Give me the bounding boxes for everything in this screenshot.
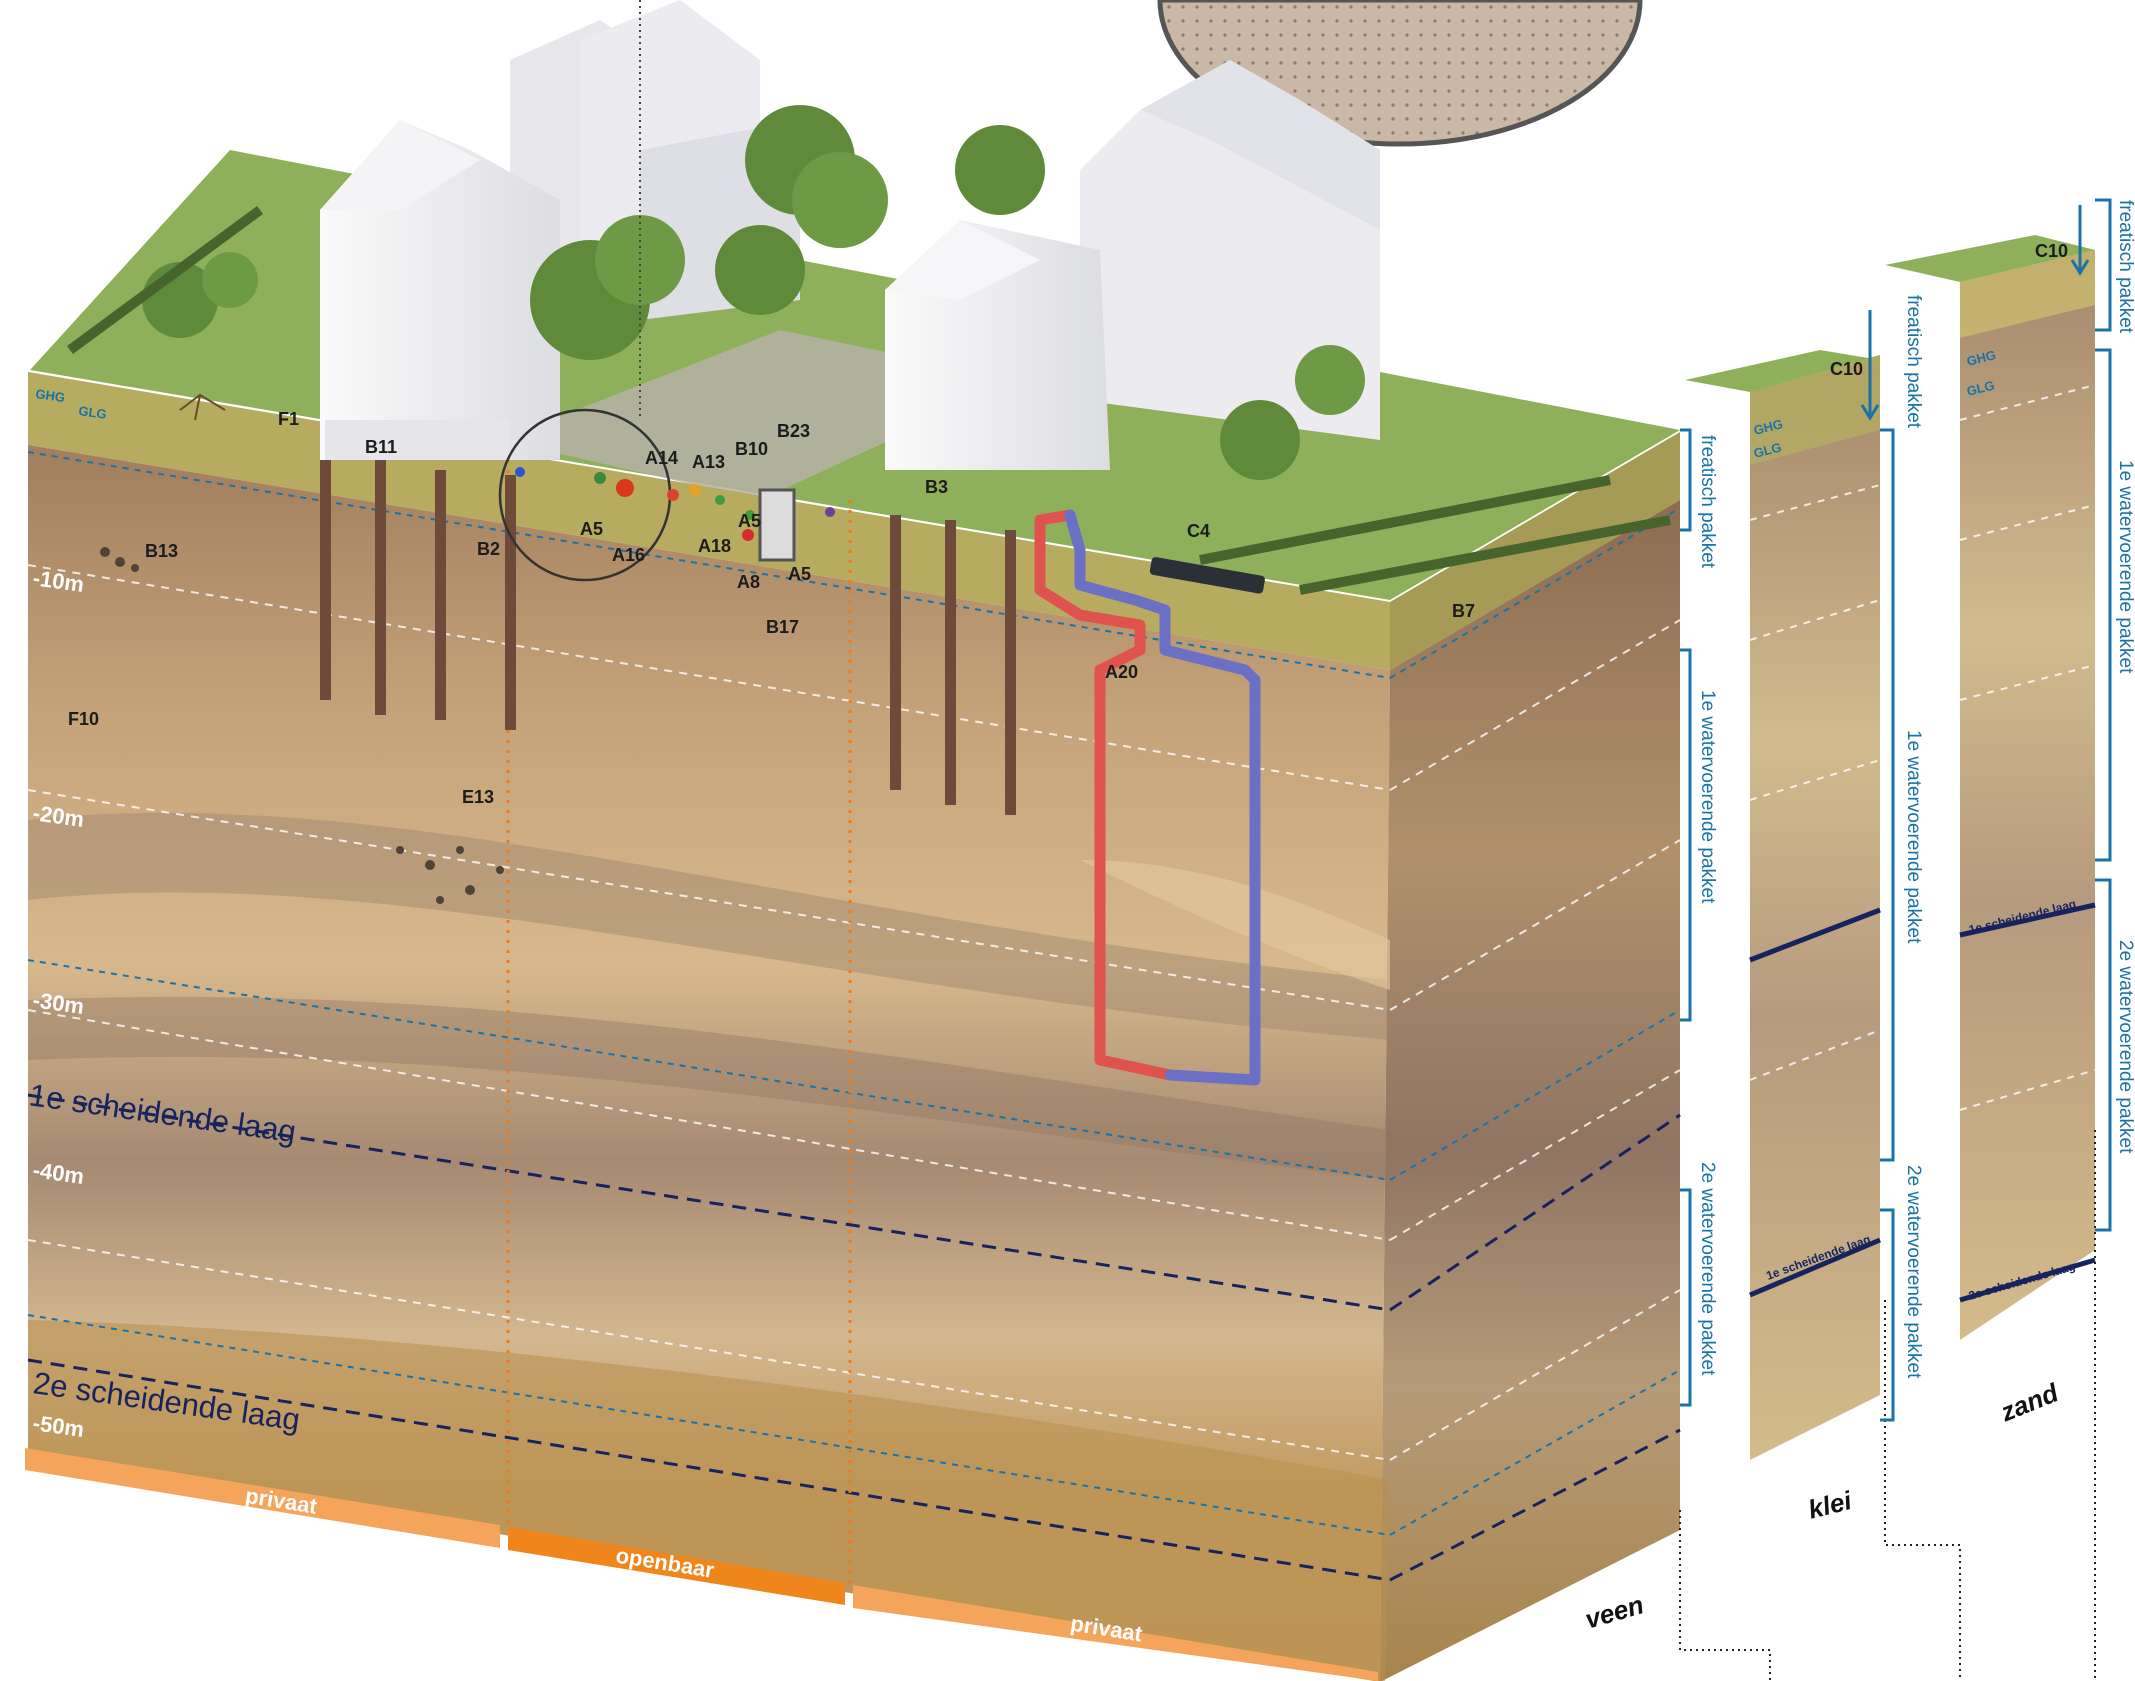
- code-C10-clay: C10: [1830, 359, 1863, 379]
- code-B10: B10: [735, 439, 768, 459]
- boundary-line: [1389, 507, 1681, 679]
- soil-label-clay: klei: [1805, 1485, 1855, 1525]
- soil-label-peat: veen: [1582, 1589, 1647, 1634]
- geothermal-loop: [1034, 509, 1261, 1086]
- side-face: [1380, 500, 1680, 1681]
- label-ghg-clay: GHG: [1752, 416, 1784, 438]
- code-B2: B2: [477, 539, 500, 559]
- code-E13: E13: [462, 787, 494, 807]
- soil-label-sand: zand: [1995, 1377, 2063, 1428]
- foundation-piles: [320, 455, 1016, 815]
- code-C10-sand: C10: [2035, 241, 2068, 261]
- aquifer-brackets: [1680, 198, 2112, 1422]
- label-aquifer2-clay: 2e watervoerende pakket: [1903, 1165, 1924, 1379]
- code-F1: F1: [278, 409, 299, 429]
- column-leaders: [1679, 1130, 2096, 1681]
- stratum-wave: [28, 1320, 1390, 1681]
- code-B23: B23: [777, 421, 810, 441]
- band-private-right: [853, 1585, 1378, 1681]
- code-A5-left: A5: [580, 519, 603, 539]
- boundary-line: [1389, 1369, 1681, 1536]
- ownership-bands: privaat openbaar privaat: [25, 1448, 1378, 1681]
- label-aquifer2-main: 2e watervoerende pakket: [1697, 1162, 1718, 1376]
- topsoil-side: [1390, 432, 1680, 670]
- stratum-wave: [28, 996, 1390, 1180]
- code-B17: B17: [766, 617, 799, 637]
- stratum-lens: [1080, 860, 1390, 990]
- code-B7: B7: [1452, 601, 1475, 621]
- boundary-line: [27, 451, 1391, 679]
- label-glg-main: GLG: [78, 403, 108, 422]
- fauna-cluster: [100, 547, 504, 904]
- boundary-line: [27, 959, 1391, 1181]
- gardens: [67, 205, 1671, 595]
- pipe-return: [1064, 509, 1261, 1086]
- column-strata: [1749, 384, 2096, 1111]
- code-A14: A14: [645, 448, 678, 468]
- code-A5-right: A5: [788, 564, 811, 584]
- pipe-supply: [1034, 509, 1176, 1081]
- code-A5-mid: A5: [738, 511, 761, 531]
- tree-roots: [179, 393, 226, 421]
- stratum-wave: [28, 812, 1390, 1040]
- label-glg-clay: GLG: [1752, 440, 1783, 461]
- band-private-left: [25, 1448, 500, 1548]
- code-A13: A13: [692, 452, 725, 472]
- boundary-line: [27, 1314, 1391, 1536]
- cable-tray: [1149, 557, 1265, 594]
- column-sand: [1885, 205, 2096, 1340]
- element-code-labels: F1 B11 B2 A14 A13 B10 B23 A5 A16 A5 A18 …: [68, 241, 2068, 807]
- label-ghg-main: GHG: [35, 386, 66, 405]
- code-B11: B11: [365, 437, 397, 457]
- code-F10: F10: [68, 709, 99, 729]
- separating-lines: [27, 1093, 1681, 1582]
- label-ghg-sand: GHG: [1965, 347, 1997, 369]
- code-A8: A8: [737, 572, 760, 592]
- label-aquifer2-sand: 2e watervoerende pakket: [2115, 940, 2135, 1154]
- inspection-pit: [758, 488, 796, 562]
- code-B3: B3: [925, 477, 948, 497]
- code-A18: A18: [698, 536, 731, 556]
- code-A20: A20: [1105, 662, 1138, 682]
- code-A16: A16: [612, 545, 645, 565]
- label-phreatic-clay: freatisch pakket: [1903, 295, 1924, 429]
- band-public: [508, 1527, 845, 1605]
- utility-markers: [515, 467, 835, 541]
- label-aquifer1-clay: 1e watervoerende pakket: [1903, 730, 1924, 944]
- boundary-line: [1389, 1009, 1681, 1181]
- label-phreatic-main: freatisch pakket: [1697, 435, 1718, 569]
- code-C4: C4: [1187, 521, 1210, 541]
- depth-lines: [27, 564, 1681, 1461]
- label-glg-sand: GLG: [1965, 378, 1996, 399]
- label-aquifer1-main: 1e watervoerende pakket: [1697, 690, 1718, 904]
- label-aquifer1-sand: 1e watervoerende pakket: [2115, 460, 2135, 674]
- column-clay: [1685, 320, 1881, 1460]
- aquifer-boundaries: [27, 451, 1681, 1536]
- main-block: [28, 150, 1680, 1681]
- trees: [142, 105, 1365, 480]
- label-phreatic-sand: freatisch pakket: [2115, 200, 2135, 334]
- code-B13: B13: [145, 541, 178, 561]
